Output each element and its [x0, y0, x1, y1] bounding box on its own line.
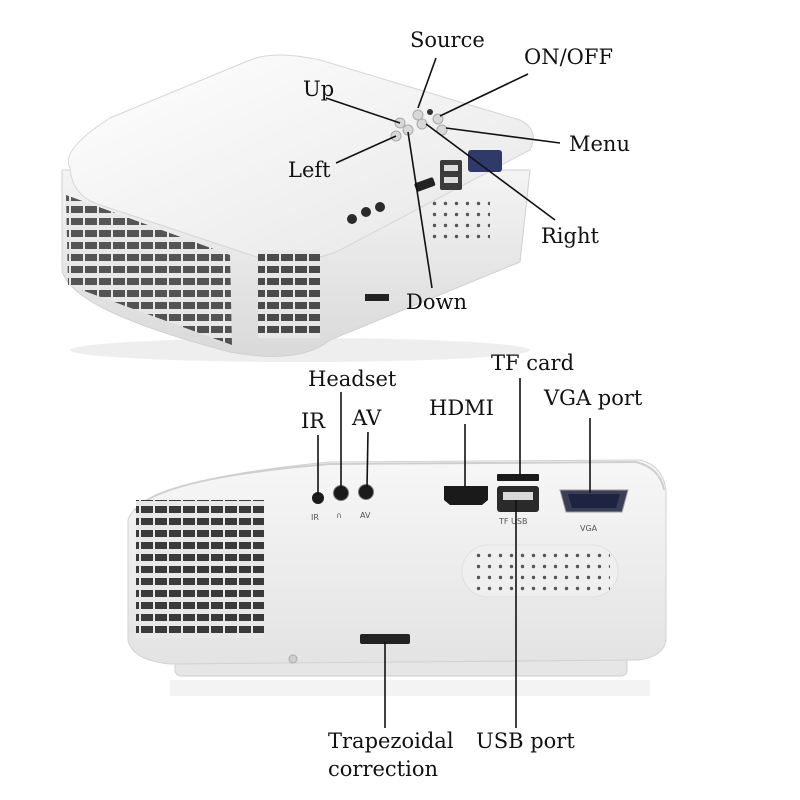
hdmi-label: HDMI: [429, 396, 494, 420]
av-port-marking: AV: [360, 511, 371, 520]
av-label: AV: [351, 406, 382, 430]
headset-port-marking: ∩: [336, 511, 342, 520]
rear-view-leaders: [317, 378, 591, 728]
vga-port-label: VGA port: [543, 386, 643, 410]
ir-label: IR: [301, 409, 326, 433]
top-view-leaders: [325, 57, 561, 289]
hdmi-port: [444, 486, 488, 505]
trapezoidal-label-line1: Trapezoidal: [328, 729, 454, 753]
trapezoidal-label-line2: correction: [328, 757, 438, 781]
tf-card-slot: [497, 474, 539, 481]
tf-card-label: TF card: [491, 351, 574, 375]
usb-port-label: USB port: [476, 729, 575, 753]
top-view-projector: [61, 54, 534, 362]
up-label: Up: [303, 77, 334, 101]
av-jack: [358, 484, 374, 500]
left-label: Left: [288, 158, 331, 182]
vga-marking: VGA: [580, 524, 598, 533]
right-label: Right: [541, 224, 599, 248]
top-view-ports: [347, 150, 502, 301]
rear-view-projector: [127, 459, 667, 696]
down-label: Down: [406, 290, 467, 314]
tf-usb-marking: TF USB: [498, 517, 527, 526]
ir-port-marking: IR: [311, 513, 319, 522]
menu-label: Menu: [569, 132, 630, 156]
ir-port: [312, 492, 324, 504]
source-label: Source: [410, 28, 485, 52]
on-off-label: ON/OFF: [524, 45, 613, 69]
rear-ports: IR ∩ AV TF USB VGA: [311, 474, 629, 533]
headset-label: Headset: [308, 367, 397, 391]
